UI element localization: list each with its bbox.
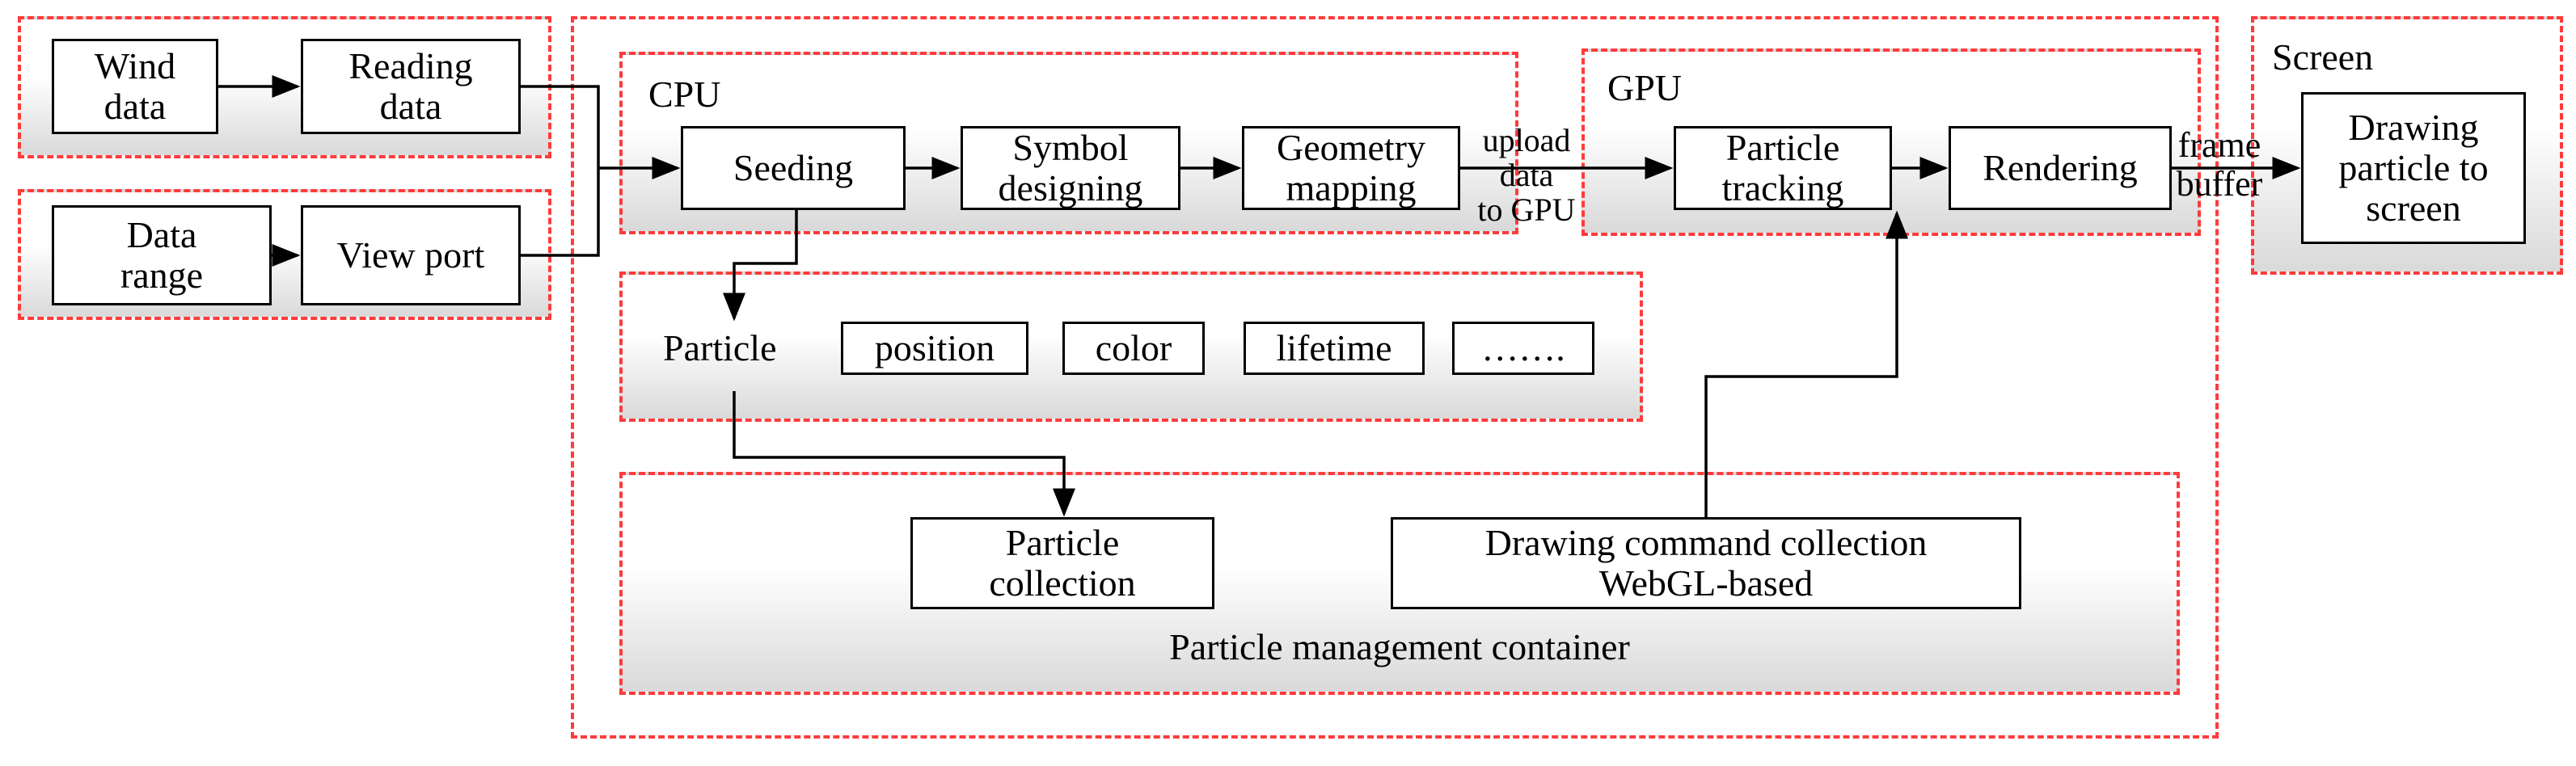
data-range-node: Data range (52, 205, 272, 305)
container-label: Particle management container (1169, 626, 1630, 667)
screen-group-label: Screen (2272, 36, 2374, 78)
processing-outer-group (571, 16, 2219, 739)
particle-collection-node: Particle collection (910, 517, 1214, 609)
seeding-node: Seeding (681, 126, 906, 210)
particle-attribute-more: ……. (1452, 322, 1594, 375)
particle-attribute-lifetime: lifetime (1244, 322, 1425, 375)
cpu-group-label: CPU (648, 74, 721, 115)
particle-attribute-color: color (1062, 322, 1205, 375)
reading-data-node: Reading data (301, 39, 521, 134)
rendering-node: Rendering (1949, 126, 2172, 210)
frame-buffer-label: frame buffer (2176, 125, 2263, 204)
drawing-particle-node: Drawing particle to screen (2301, 92, 2526, 244)
view-port-node: View port (301, 205, 521, 305)
wind-data-node: Wind data (52, 39, 218, 134)
geometry-mapping-node: Geometry mapping (1242, 126, 1460, 210)
particle-label: Particle (663, 327, 777, 368)
particle-tracking-node: Particle tracking (1674, 126, 1892, 210)
gpu-group-label: GPU (1607, 67, 1683, 108)
particle-attribute-position: position (841, 322, 1028, 375)
symbol-designing-node: Symbol designing (961, 126, 1180, 210)
upload-data-label: upload data to GPU (1477, 122, 1576, 229)
drawing-command-node: Drawing command collection WebGL-based (1391, 517, 2021, 609)
